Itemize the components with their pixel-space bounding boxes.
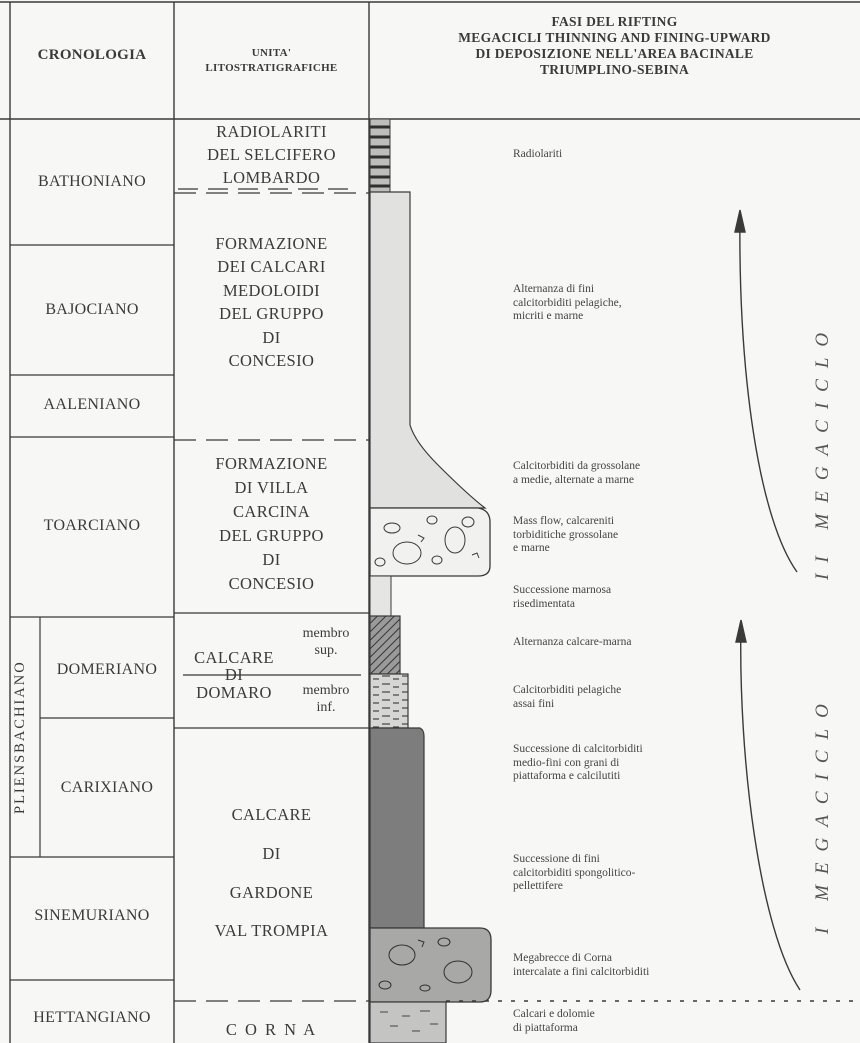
- stage-aaleniano: AALENIANO: [10, 395, 174, 415]
- unit-domaro-line2: DI: [178, 666, 290, 683]
- unit-medoloidi-line1: FORMAZIONE: [174, 232, 369, 255]
- unit-villa-carcina-line4: DEL GRUPPO: [174, 524, 369, 548]
- unit-radiolariti-line1: RADIOLARITI: [174, 121, 369, 144]
- desc-successione-medio-fini: Successione di calcitorbiditi medio-fini…: [513, 743, 643, 784]
- megacycle-arrows: [735, 210, 800, 990]
- desc-calcari-dolomie: Calcari e dolomie di piattaforma: [513, 1008, 595, 1035]
- unit-gardone-line2: DI: [174, 835, 369, 874]
- unit-radiolariti-line3: LOMBARDO: [174, 167, 369, 190]
- unit-domaro-inf: membro inf.: [290, 683, 362, 716]
- unit-villa-carcina: FORMAZIONE DI VILLA CARCINA DEL GRUPPO D…: [174, 452, 369, 596]
- unit-domaro-inf-line1: membro: [290, 683, 362, 700]
- header-unita-line1: UNITA': [174, 46, 369, 61]
- desc-alternanza-calcare-marna: Alternanza calcare-marna: [513, 636, 631, 650]
- unit-gardone-line4: VAL TROMPIA: [174, 912, 369, 951]
- header-cronologia: CRONOLOGIA: [10, 46, 174, 65]
- unit-gardone-line3: GARDONE: [174, 874, 369, 913]
- unit-domaro-sup: membro sup.: [290, 626, 362, 659]
- header-fasi-line2: MEGACICLI THINNING AND FINING-UPWARD: [369, 30, 860, 46]
- unit-radiolariti: RADIOLARITI DEL SELCIFERO LOMBARDO: [174, 121, 369, 189]
- unit-medoloidi-line4: DEL GRUPPO: [174, 302, 369, 325]
- stage-hettangiano: HETTANGIANO: [10, 1008, 174, 1028]
- unit-corna: C O R N A: [174, 1020, 369, 1041]
- unit-domaro-line3: DOMARO: [178, 684, 290, 701]
- unit-medoloidi: FORMAZIONE DEI CALCARI MEDOLOIDI DEL GRU…: [174, 232, 369, 373]
- megaciclo-i-label: I MEGACICLO: [812, 624, 834, 934]
- unit-villa-carcina-line6: CONCESIO: [174, 572, 369, 596]
- unit-domaro-sup-line1: membro: [290, 626, 362, 643]
- desc-megabrecce: Megabrecce di Corna intercalate a fini c…: [513, 952, 649, 979]
- unit-domaro-inf-line2: inf.: [290, 700, 362, 717]
- desc-radiolariti: Radiolariti: [513, 148, 562, 162]
- desc-mass-flow: Mass flow, calcareniti torbiditiche gros…: [513, 515, 618, 556]
- unit-medoloidi-line5: DI: [174, 326, 369, 349]
- header-unita: UNITA' LITOSTRATIGRAFICHE: [174, 46, 369, 76]
- unit-medoloidi-line3: MEDOLOIDI: [174, 279, 369, 302]
- unit-villa-carcina-line3: CARCINA: [174, 500, 369, 524]
- unit-medoloidi-line6: CONCESIO: [174, 349, 369, 372]
- desc-calcitorbiditi-grossolane: Calcitorbiditi da grossolane a medie, al…: [513, 460, 640, 487]
- desc-calcitorbiditi-pelagiche: Calcitorbiditi pelagiche assai fini: [513, 684, 621, 711]
- header-fasi-line4: TRIUMPLINO-SEBINA: [369, 62, 860, 78]
- unit-villa-carcina-line1: FORMAZIONE: [174, 452, 369, 476]
- header-fasi: FASI DEL RIFTING MEGACICLI THINNING AND …: [369, 14, 860, 78]
- stage-sinemuriano: SINEMURIANO: [10, 906, 174, 926]
- desc-successione-fini: Successione di fini calcitorbiditi spong…: [513, 853, 635, 894]
- unit-gardone: CALCARE DI GARDONE VAL TROMPIA: [174, 796, 369, 951]
- unit-radiolariti-line2: DEL SELCIFERO: [174, 144, 369, 167]
- stage-bathoniano: BATHONIANO: [10, 172, 174, 192]
- header-fasi-line3: DI DEPOSIZIONE NELL'AREA BACINALE: [369, 46, 860, 62]
- unit-villa-carcina-line2: DI VILLA: [174, 476, 369, 500]
- unit-gardone-line1: CALCARE: [174, 796, 369, 835]
- header-fasi-line1: FASI DEL RIFTING: [369, 14, 860, 30]
- stage-toarciano: TOARCIANO: [10, 516, 174, 536]
- desc-successione-marnosa: Successione marnosa risedimentata: [513, 584, 611, 611]
- desc-alternanza-fini: Alternanza di fini calcitorbiditi pelagi…: [513, 283, 622, 324]
- stage-bajociano: BAJOCIANO: [10, 300, 174, 320]
- unit-domaro: CALCARE DI DOMARO: [178, 649, 290, 701]
- unit-domaro-line1: CALCARE: [178, 649, 290, 666]
- header-unita-line2: LITOSTRATIGRAFICHE: [174, 61, 369, 76]
- lithologic-column: [370, 119, 491, 1043]
- stage-carixiano: CARIXIANO: [40, 778, 174, 798]
- unit-medoloidi-line2: DEI CALCARI: [174, 255, 369, 278]
- unit-villa-carcina-line5: DI: [174, 548, 369, 572]
- stage-domeriano: DOMERIANO: [40, 660, 174, 680]
- unit-domaro-sup-line2: sup.: [290, 643, 362, 660]
- megaciclo-ii-label: II MEGACICLO: [812, 210, 834, 580]
- stage-pliensbachiano: PLIENSBACHIANO: [12, 620, 38, 854]
- chronology-dividers: [10, 245, 174, 980]
